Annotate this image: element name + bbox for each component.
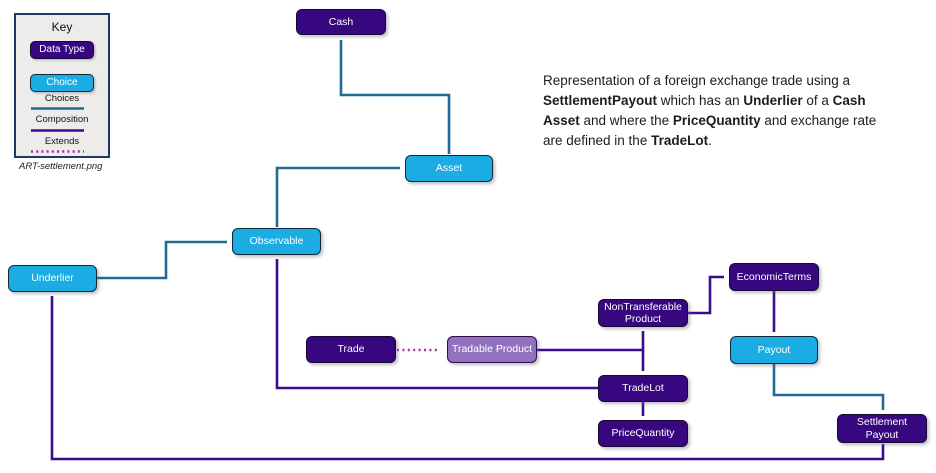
edge-underlier-to-observable (97, 240, 227, 280)
node-asset: Asset (405, 155, 493, 182)
choices-arrow-icon (31, 107, 84, 110)
key-data-type-swatch: Data Type (30, 41, 94, 59)
node-observable: Observable (232, 228, 321, 255)
node-underlier: Underlier (8, 265, 97, 292)
description-segment: Cash Asset (543, 93, 866, 128)
key-choice-swatch: Choice (30, 73, 94, 92)
description-segment: TradeLot (651, 133, 709, 148)
node-price-quantity: PriceQuantity (598, 420, 688, 447)
node-price-quantity-label: PriceQuantity (611, 427, 675, 440)
edge-observable-to-asset (275, 166, 400, 227)
edge-asset-to-cash (339, 40, 451, 154)
node-economic-terms-label: EconomicTerms (736, 270, 812, 283)
node-payout-label: Payout (757, 343, 791, 356)
legend-row-choices: Choices (28, 92, 96, 113)
node-cash: Cash (296, 9, 386, 35)
description-segment: PriceQuantity (672, 113, 761, 128)
node-cash-label: Cash (328, 15, 354, 28)
node-observable-label: Observable (249, 235, 304, 248)
legend-extends-label: Extends (44, 135, 80, 147)
edge-trade-lot-to-observable (275, 259, 598, 390)
description-segment: Underlier (743, 93, 803, 108)
node-payout: Payout (730, 336, 818, 364)
legend-choices-label: Choices (44, 92, 80, 104)
node-tradable-product-label: Tradable Product (451, 343, 533, 356)
key-data-type-label: Data Type (39, 44, 85, 56)
extends-arrow-icon (31, 150, 84, 153)
node-non-transferable-product-label: NonTransferable Product (604, 300, 682, 325)
node-economic-terms: EconomicTerms (729, 263, 819, 291)
description-segment: and where the (579, 113, 673, 128)
key-title: Key (51, 20, 73, 34)
description-segment: Representation of a foreign exchange tra… (543, 73, 850, 88)
description-text: Representation of a foreign exchange tra… (543, 71, 885, 151)
node-trade-lot: TradeLot (598, 375, 688, 402)
node-non-transferable-product: NonTransferable Product (598, 299, 688, 327)
node-trade-lot-label: TradeLot (622, 382, 664, 395)
node-trade-label: Trade (337, 343, 365, 356)
edge-settlement-payout-to-underlier (50, 296, 885, 461)
node-settlement-payout-label: Settlement Payout (856, 416, 908, 441)
legend-composition-label: Composition (35, 114, 89, 126)
node-settlement-payout: Settlement Payout (837, 414, 927, 443)
key-choice-label: Choice (46, 77, 78, 89)
edge-non-transferable-product-to-economic-terms (688, 275, 724, 315)
composition-arrow-icon (31, 128, 84, 132)
key-panel: Key Data Type Choice Choices Composition… (14, 13, 110, 158)
node-underlier-label: Underlier (31, 272, 74, 285)
legend-row-extends: Extends (28, 135, 96, 156)
node-asset-label: Asset (435, 162, 463, 175)
key-caption: ART-settlement.png (19, 161, 103, 172)
description-segment: which has an (657, 93, 744, 108)
description-segment: and exchange rate are defined in the (543, 113, 877, 148)
legend-row-composition: Composition (28, 114, 96, 134)
node-trade: Trade (306, 336, 396, 363)
description-segment: of a (802, 93, 833, 108)
description-segment: . (708, 133, 712, 148)
description-segment: SettlementPayout (543, 93, 658, 108)
node-tradable-product: Tradable Product (447, 336, 537, 363)
edge-payout-to-settlement-payout (772, 364, 885, 410)
